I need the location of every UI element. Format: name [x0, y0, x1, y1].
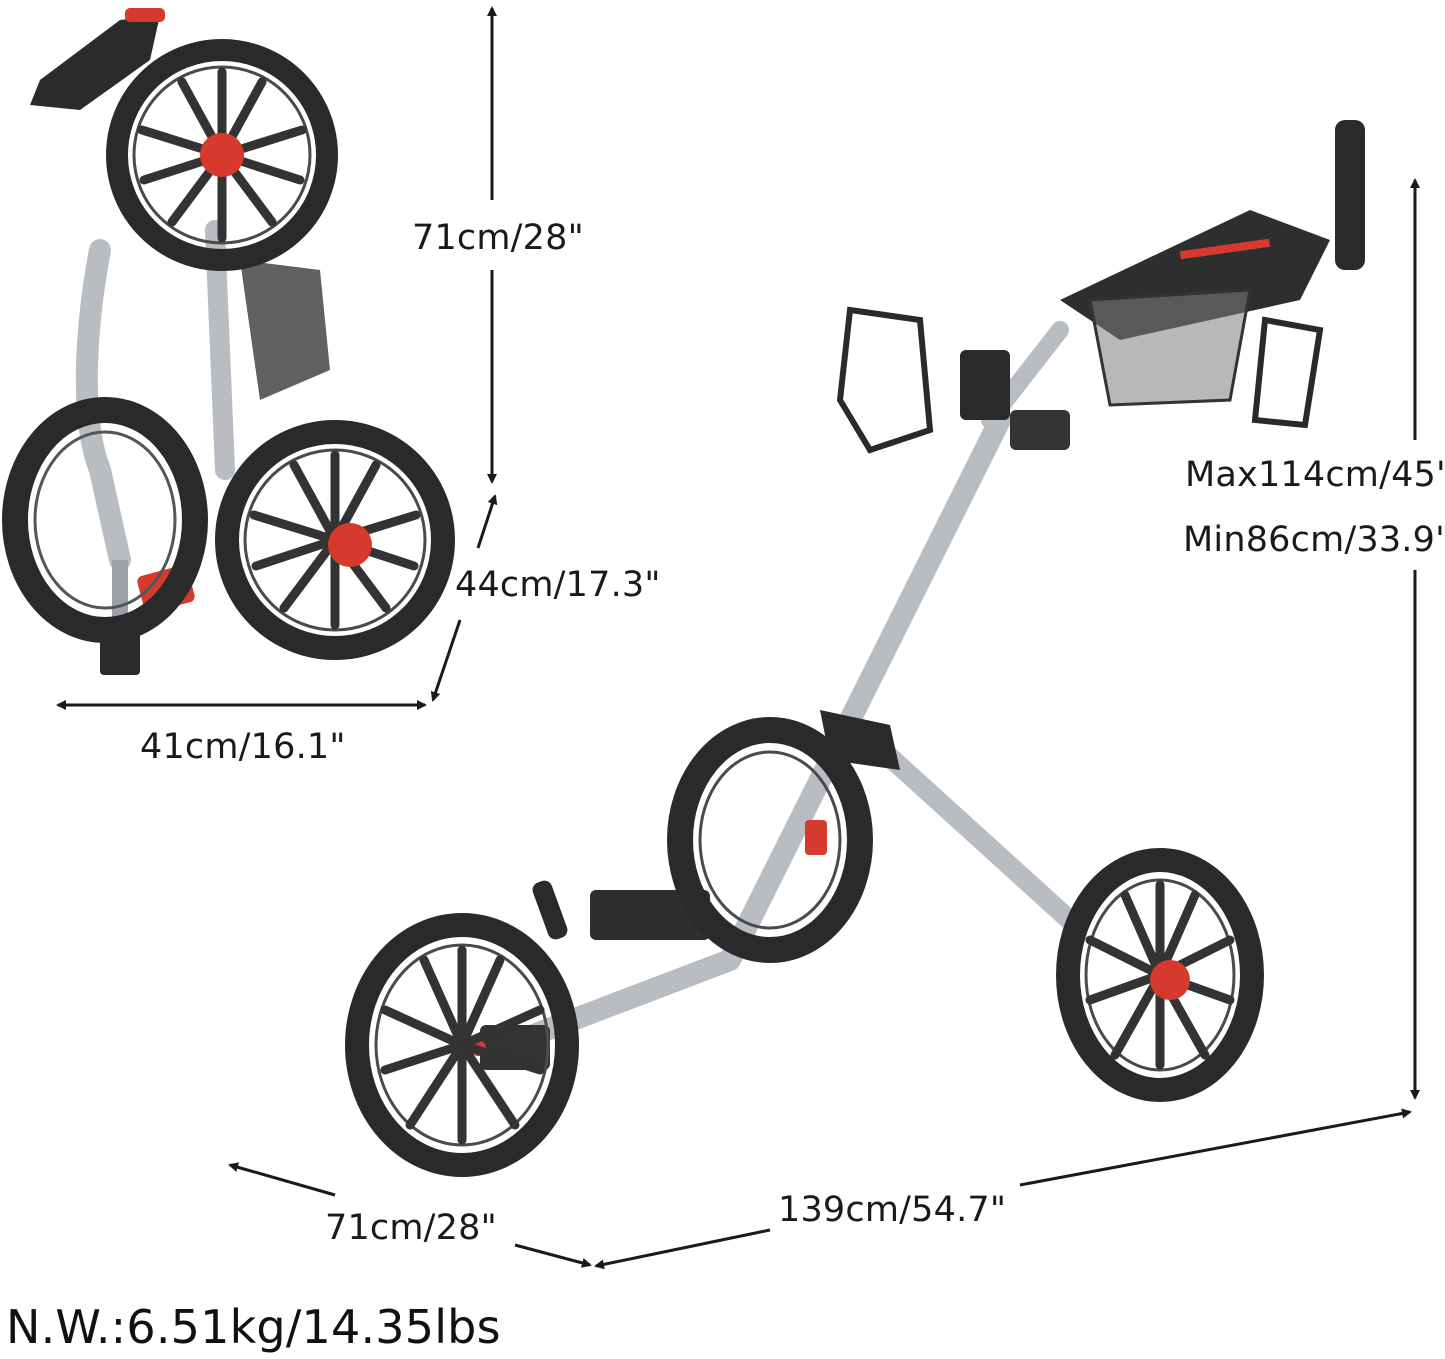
folded-depth-label: 44cm/17.3": [455, 565, 661, 605]
open-right-wheel: [1056, 848, 1264, 1102]
folded-top-wheel: [106, 39, 338, 271]
open-width-label: 71cm/28": [325, 1208, 497, 1248]
open-max-height-label: Max114cm/45": [1185, 455, 1445, 495]
folded-height-label: 71cm/28": [412, 218, 584, 258]
open-back-wheel: [667, 717, 873, 963]
folded-dimension-arrows: [56, 6, 498, 710]
open-length-label: 139cm/54.7": [778, 1190, 1007, 1230]
open-min-height-label: Min86cm/33.9": [1183, 520, 1445, 560]
folded-width-label: 41cm/16.1": [140, 727, 346, 767]
folded-cart: [2, 8, 455, 675]
folded-front-wheel: [215, 420, 455, 660]
folded-rear-wheel: [2, 397, 208, 643]
open-dimension-arrows: [228, 178, 1420, 1270]
net-weight-label: N.W.:6.51kg/14.35lbs: [6, 1300, 501, 1354]
open-front-wheel: [345, 913, 579, 1177]
open-cart: [345, 120, 1365, 1177]
